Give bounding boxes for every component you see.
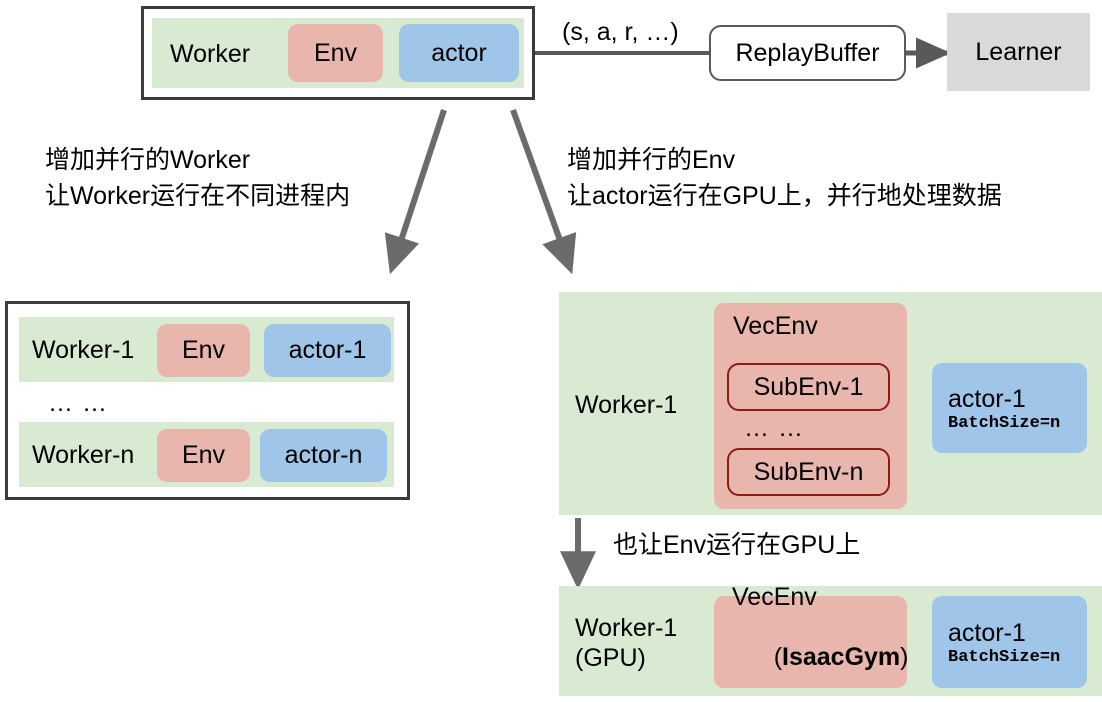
worker-row-2-label: Worker-n [32, 439, 172, 471]
worker-row-2-actor-label: actor-n [284, 441, 363, 470]
annotation-right-line1: 增加并行的Env [567, 146, 736, 174]
worker-row-1-actor-box[interactable]: actor-1 [264, 324, 391, 377]
gpu-actor-batchsize: BatchSize=n [948, 647, 1061, 667]
top-actor-box[interactable]: actor [399, 24, 519, 82]
gpu-vecenv-label-line2: (IsaacGym) [732, 612, 909, 702]
transition-tuple-text: (s, a, r, …) [562, 18, 679, 46]
worker-rows-ellipsis-text: … … [48, 388, 108, 417]
vecenv-actor-label: actor-1 [948, 384, 1026, 413]
subenv-box-n-label: SubEnv-n [753, 457, 864, 486]
gpu-worker-label: Worker-1 (GPU) [575, 608, 725, 678]
top-env-label: Env [313, 38, 358, 67]
annotation-left-line2: 让Worker运行在不同进程内 [45, 182, 351, 211]
worker-row-1-label-text: Worker-1 [32, 336, 135, 364]
annotation-left-line1: 增加并行的Worker [45, 146, 251, 174]
annotation-gpu-line1: 也让Env运行在GPU上 [613, 531, 861, 559]
top-actor-label: actor [431, 38, 487, 67]
vecenv-title-text: VecEnv [733, 312, 818, 340]
gpu-vecenv-label-line1: VecEnv [732, 583, 817, 611]
worker-row-2-label-text: Worker-n [32, 441, 135, 469]
gpu-actor-label: actor-1 [948, 618, 1026, 647]
transition-tuple-label: (s, a, r, …) [562, 16, 732, 48]
worker-row-1-env-label: Env [181, 336, 226, 365]
worker-row-1-label: Worker-1 [32, 334, 172, 366]
gpu-vecenv-isaacgym: IsaacGym [782, 643, 901, 671]
annotation-left-branch: 增加并行的Worker 让Worker运行在不同进程内 [45, 142, 445, 218]
worker-row-2-env-label: Env [181, 441, 226, 470]
vecenv-actor-batchsize: BatchSize=n [948, 413, 1061, 433]
annotation-gpu-branch: 也让Env运行在GPU上 [613, 527, 1043, 563]
vecenv-worker-label-text: Worker-1 [575, 391, 678, 419]
subenv-box-n[interactable]: SubEnv-n [727, 448, 890, 496]
subenv-ellipsis-text: … … [744, 413, 804, 442]
subenv-box-1[interactable]: SubEnv-1 [727, 363, 890, 411]
learner-box[interactable]: Learner [947, 13, 1090, 91]
gpu-worker-label-line2: (GPU) [575, 644, 646, 672]
gpu-vecenv-paren-open: ( [773, 643, 783, 671]
worker-row-1-actor-label: actor-1 [288, 336, 367, 365]
gpu-vecenv-paren-close: ) [900, 643, 909, 671]
worker-row-2-env-box[interactable]: Env [157, 429, 250, 482]
gpu-vecenv-box[interactable]: VecEnv (IsaacGym) [714, 583, 908, 688]
top-worker-label: Worker [170, 38, 300, 70]
worker-rows-ellipsis: … … [48, 388, 168, 418]
replaybuffer-label: ReplayBuffer [735, 38, 880, 67]
annotation-right-line2: 让actor运行在GPU上，并行地处理数据 [567, 182, 1002, 211]
vecenv-title: VecEnv [733, 310, 893, 342]
replaybuffer-box[interactable]: ReplayBuffer [709, 25, 906, 81]
learner-label: Learner [975, 37, 1062, 66]
annotation-right-branch: 增加并行的Env 让actor运行在GPU上，并行地处理数据 [567, 142, 1067, 218]
gpu-actor-box[interactable]: actor-1 BatchSize=n [932, 596, 1087, 688]
subenv-ellipsis: … … [744, 414, 854, 442]
vecenv-actor-box[interactable]: actor-1 BatchSize=n [932, 363, 1087, 453]
gpu-worker-label-line1: Worker-1 [575, 614, 678, 642]
vecenv-worker-label: Worker-1 [575, 389, 715, 421]
top-env-box[interactable]: Env [288, 24, 383, 82]
arrow-branch-right [510, 108, 577, 275]
worker-row-2-actor-box[interactable]: actor-n [260, 429, 387, 482]
top-worker-label-text: Worker [170, 40, 251, 68]
worker-row-1-env-box[interactable]: Env [157, 324, 250, 377]
subenv-box-1-label: SubEnv-1 [753, 372, 864, 401]
